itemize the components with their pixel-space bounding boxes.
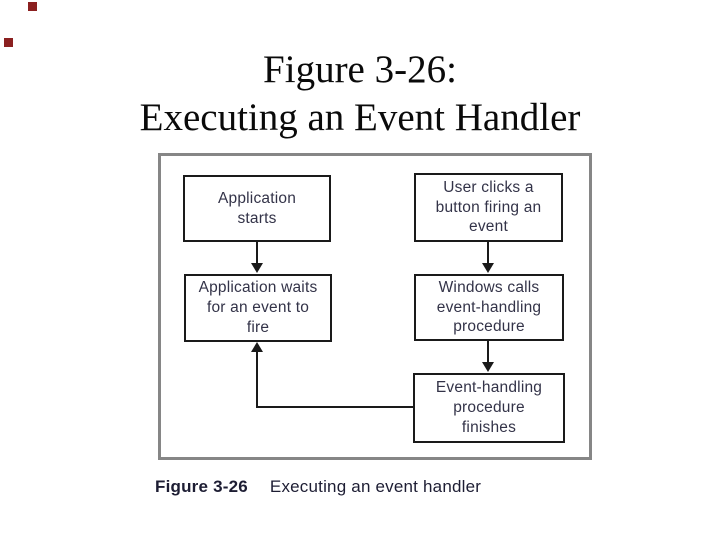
decor-square-top [28, 2, 37, 11]
flowchart-box-user-clicks-button: User clicks a button firing an event [414, 173, 563, 242]
flowchart-box-application-starts: Application starts [183, 175, 331, 242]
flowchart-box-application-waits: Application waits for an event to fire [184, 274, 332, 342]
decor-square-left [4, 38, 13, 47]
arrowhead-down-icon [482, 263, 494, 273]
figure-caption-text: Executing an event handler [269, 477, 482, 496]
flowchart-box-windows-calls-procedure: Windows calls event-handling procedure [414, 274, 564, 341]
figure-caption: Figure 3-26 Executing an event handler [155, 477, 635, 497]
connector-feedback-horizontal [257, 406, 414, 408]
arrowhead-down-icon [482, 362, 494, 372]
connector-feedback-vertical [256, 350, 258, 408]
slide-title-line2: Executing an Event Handler [139, 95, 581, 139]
arrowhead-down-icon [251, 263, 263, 273]
connector-starts-to-waits [256, 242, 258, 266]
figure-caption-label: Figure 3-26 [155, 477, 248, 496]
arrowhead-up-icon [251, 342, 263, 352]
connector-clicks-to-windows [487, 242, 489, 266]
flowchart-box-procedure-finishes: Event-handling procedure finishes [413, 373, 565, 443]
slide-title: Figure 3-26: Executing an Event Handler [0, 46, 720, 141]
slide-title-line1: Figure 3-26: [263, 48, 457, 91]
connector-windows-to-finishes [487, 341, 489, 365]
